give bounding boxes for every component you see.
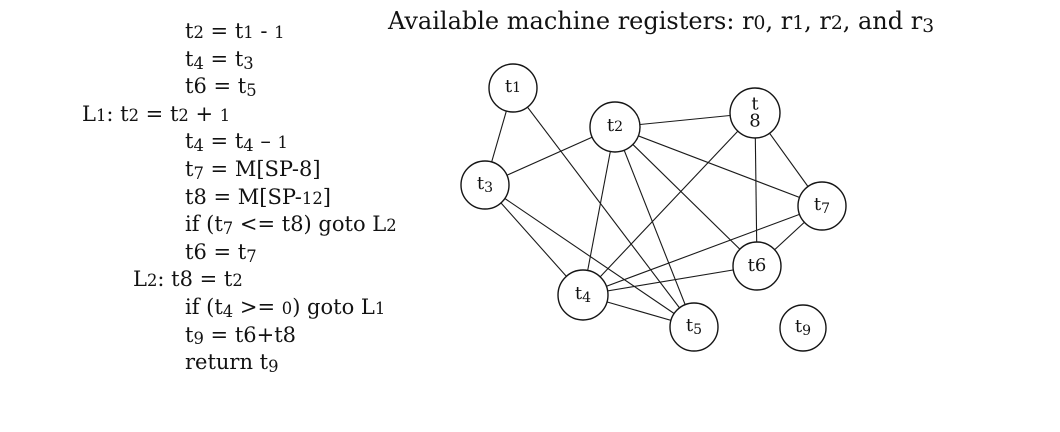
figure-title: Available machine registers: r0, r1, r2,… bbox=[388, 7, 935, 38]
code-line: t6 = t5 bbox=[185, 74, 257, 101]
edge-t2-t5 bbox=[614, 126, 695, 328]
node-t9 bbox=[779, 304, 827, 352]
node-t5 bbox=[669, 302, 719, 352]
edge-t2-t7 bbox=[614, 126, 823, 207]
edge-t2-t4 bbox=[582, 126, 616, 296]
code-line: t6 = t7 bbox=[185, 239, 257, 266]
edge-t1-t5 bbox=[512, 87, 695, 328]
node-t6 bbox=[732, 241, 782, 291]
edge-t3-t5 bbox=[484, 184, 695, 328]
node-t7 bbox=[797, 181, 847, 231]
code-line: t2 = t1 - 1 bbox=[185, 19, 285, 43]
code-line: L2: t8 = t2 bbox=[133, 267, 243, 292]
edge-t4-t8 bbox=[582, 112, 756, 296]
edge-t4-t7 bbox=[582, 205, 823, 296]
node-t2 bbox=[589, 101, 641, 153]
code-line: t7 = M[SP-8] bbox=[185, 156, 321, 183]
node-t8 bbox=[729, 87, 781, 139]
edge-t4-t6 bbox=[582, 265, 758, 296]
code-line: if (t7 <= t8) goto L2 bbox=[185, 212, 397, 239]
code-line: t4 = t4 – 1 bbox=[185, 129, 288, 156]
node-t3 bbox=[460, 160, 510, 210]
edge-t2-t6 bbox=[614, 126, 758, 267]
code-line: t9 = t6+t8 bbox=[185, 322, 297, 349]
node-t1 bbox=[488, 63, 538, 113]
code-line: if (t4 >= 0) goto L1 bbox=[185, 294, 386, 321]
code-line: L1: t2 = t2 + 1 bbox=[82, 101, 231, 126]
node-t4 bbox=[557, 269, 609, 321]
code-line: return t9 bbox=[185, 350, 279, 377]
code-line: t4 = t3 bbox=[185, 46, 254, 73]
code-line: t8 = M[SP-12] bbox=[185, 184, 331, 209]
